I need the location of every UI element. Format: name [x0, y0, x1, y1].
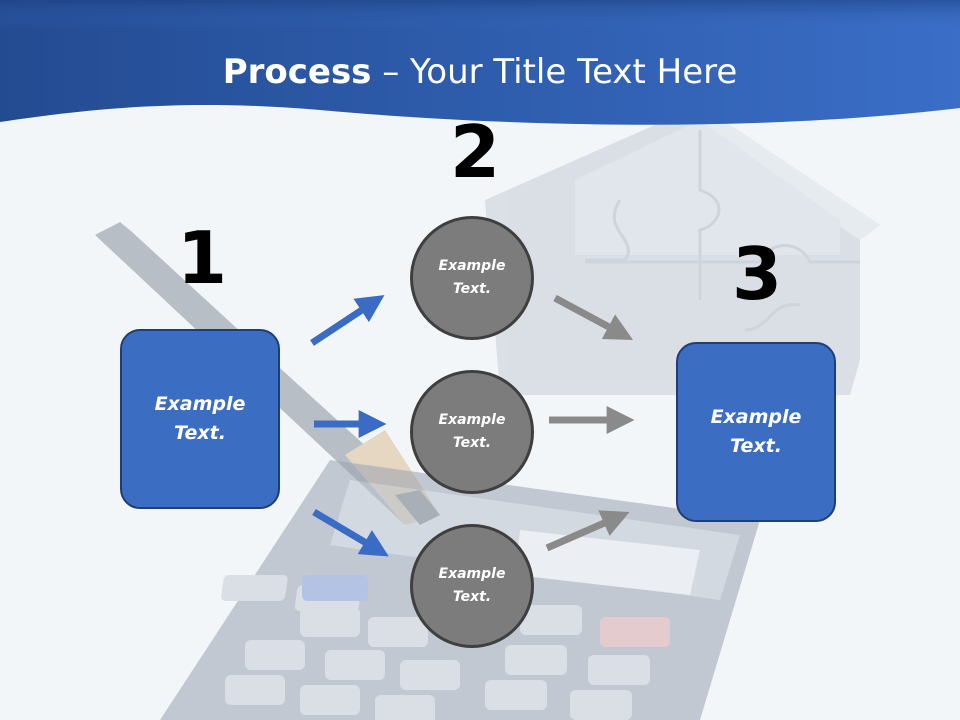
- circle-middle-line2: Text.: [452, 435, 492, 451]
- step-number-1: 1: [177, 216, 228, 300]
- circle-bottom-line1: Example: [438, 566, 506, 582]
- left-box-line2: Text.: [174, 422, 226, 444]
- circle-bottom-line2: Text.: [452, 589, 492, 605]
- circle-top-line2: Text.: [452, 281, 492, 297]
- gray-arrow-down: [553, 294, 634, 340]
- blue-arrow-up: [310, 295, 385, 346]
- circle-top-line1: Example: [438, 258, 506, 274]
- step-number-2: 2: [450, 110, 501, 194]
- gray-arrow-up: [545, 510, 630, 552]
- title-bold: Process: [222, 52, 372, 92]
- title-rest: – Your Title Text Here: [371, 52, 738, 92]
- step-number-3: 3: [732, 232, 783, 316]
- circle-middle-line1: Example: [438, 412, 506, 428]
- left-box-line1: Example: [154, 393, 246, 415]
- slide-title: Process – Your Title Text Here: [0, 52, 960, 92]
- right-box-line1: Example: [710, 406, 802, 428]
- blue-arrow-down: [312, 508, 389, 557]
- puzzle-house-image: [485, 105, 880, 395]
- right-box-line2: Text.: [730, 435, 782, 457]
